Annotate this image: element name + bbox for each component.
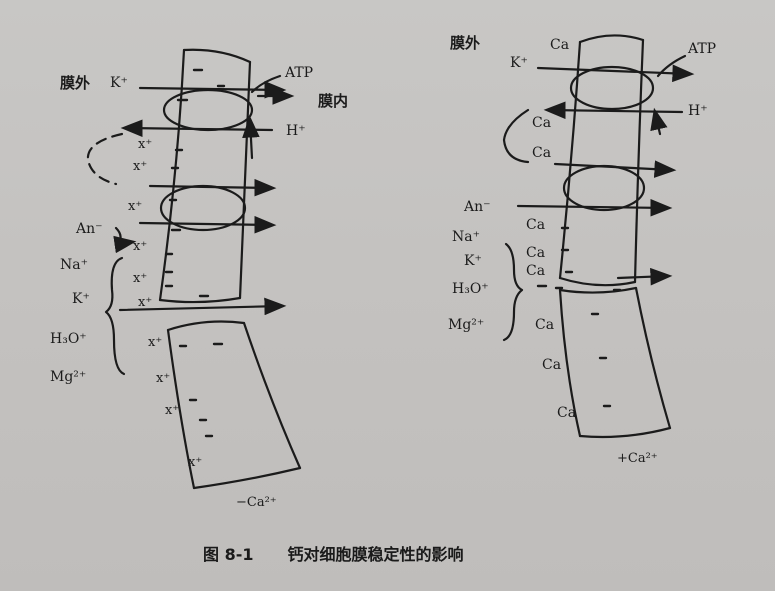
left-x-ion-label: x⁺ (148, 335, 163, 350)
left-x-ion-label: x⁺ (165, 403, 180, 418)
left-x-ion-label: x⁺ (133, 159, 148, 174)
left-x-ion-label: x⁺ (138, 137, 153, 152)
right-ca-label: Ca (542, 357, 562, 373)
right-ca-label: Ca (526, 245, 546, 261)
figure-number: 图 8-1 (203, 545, 254, 564)
right-ca-label: Ca (535, 317, 555, 333)
right-ca-label: Ca (526, 217, 546, 233)
left-x-ion-label: x⁺ (188, 455, 203, 470)
figure-caption: 图 8-1 钙对细胞膜稳定性的影响 (203, 541, 464, 565)
left-outside-label: 膜外 (60, 74, 91, 92)
right-h-ion-label: H⁺ (688, 103, 708, 119)
right-arrows (502, 54, 695, 286)
right-dashes (536, 226, 622, 408)
right-bracket (502, 242, 524, 342)
right-bracket-ion: Na⁺ (452, 229, 480, 245)
left-bracket-ion: Mg²⁺ (50, 369, 87, 385)
right-outside-label: 膜外 (450, 34, 481, 52)
right-ca-label: Ca (550, 37, 570, 53)
right-k-ion-label: K⁺ (510, 55, 528, 71)
right-ca-label: Ca (532, 145, 552, 161)
left-anion-label: An⁻ (76, 221, 103, 237)
left-bottom-ca-label: −Ca²⁺ (236, 495, 277, 510)
left-bracket-ion: H₃O⁺ (50, 331, 87, 347)
left-x-ion-label: x⁺ (128, 199, 143, 214)
right-bracket-ion: H₃O⁺ (452, 281, 489, 297)
left-x-ion-label: x⁺ (133, 271, 148, 286)
left-bracket-ion: K⁺ (72, 291, 90, 307)
right-ca-label: Ca (557, 405, 577, 421)
right-bracket-ion: Mg²⁺ (448, 317, 485, 333)
left-arrows (86, 74, 295, 316)
right-bottom-ca-label: +Ca²⁺ (617, 451, 658, 466)
left-bracket (104, 256, 126, 376)
left-k-ion-label: K⁺ (110, 75, 128, 91)
right-atp-label: ATP (688, 41, 717, 57)
right-bracket-ion: K⁺ (464, 253, 482, 269)
right-membrane-lower (558, 286, 672, 439)
left-bracket-ion: Na⁺ (60, 257, 88, 273)
left-atp-label: ATP (285, 65, 314, 81)
right-membrane-upper (558, 34, 645, 287)
left-inside-label: 膜内 (318, 92, 349, 110)
right-ca-label: Ca (526, 263, 546, 279)
left-membrane-upper (158, 48, 252, 304)
right-ca-label: Ca (532, 115, 552, 131)
left-membrane-lower (166, 320, 302, 490)
left-carrier-ovals (159, 88, 254, 232)
right-anion-label: An⁻ (464, 199, 491, 215)
left-x-ion-label: x⁺ (133, 239, 148, 254)
left-h-ion-label: H⁺ (286, 123, 306, 139)
left-x-ion-label: x⁺ (156, 371, 171, 386)
left-dashes (164, 68, 226, 438)
left-x-ion-label: x⁺ (138, 295, 153, 310)
figure-title: 钙对细胞膜稳定性的影响 (287, 545, 464, 564)
